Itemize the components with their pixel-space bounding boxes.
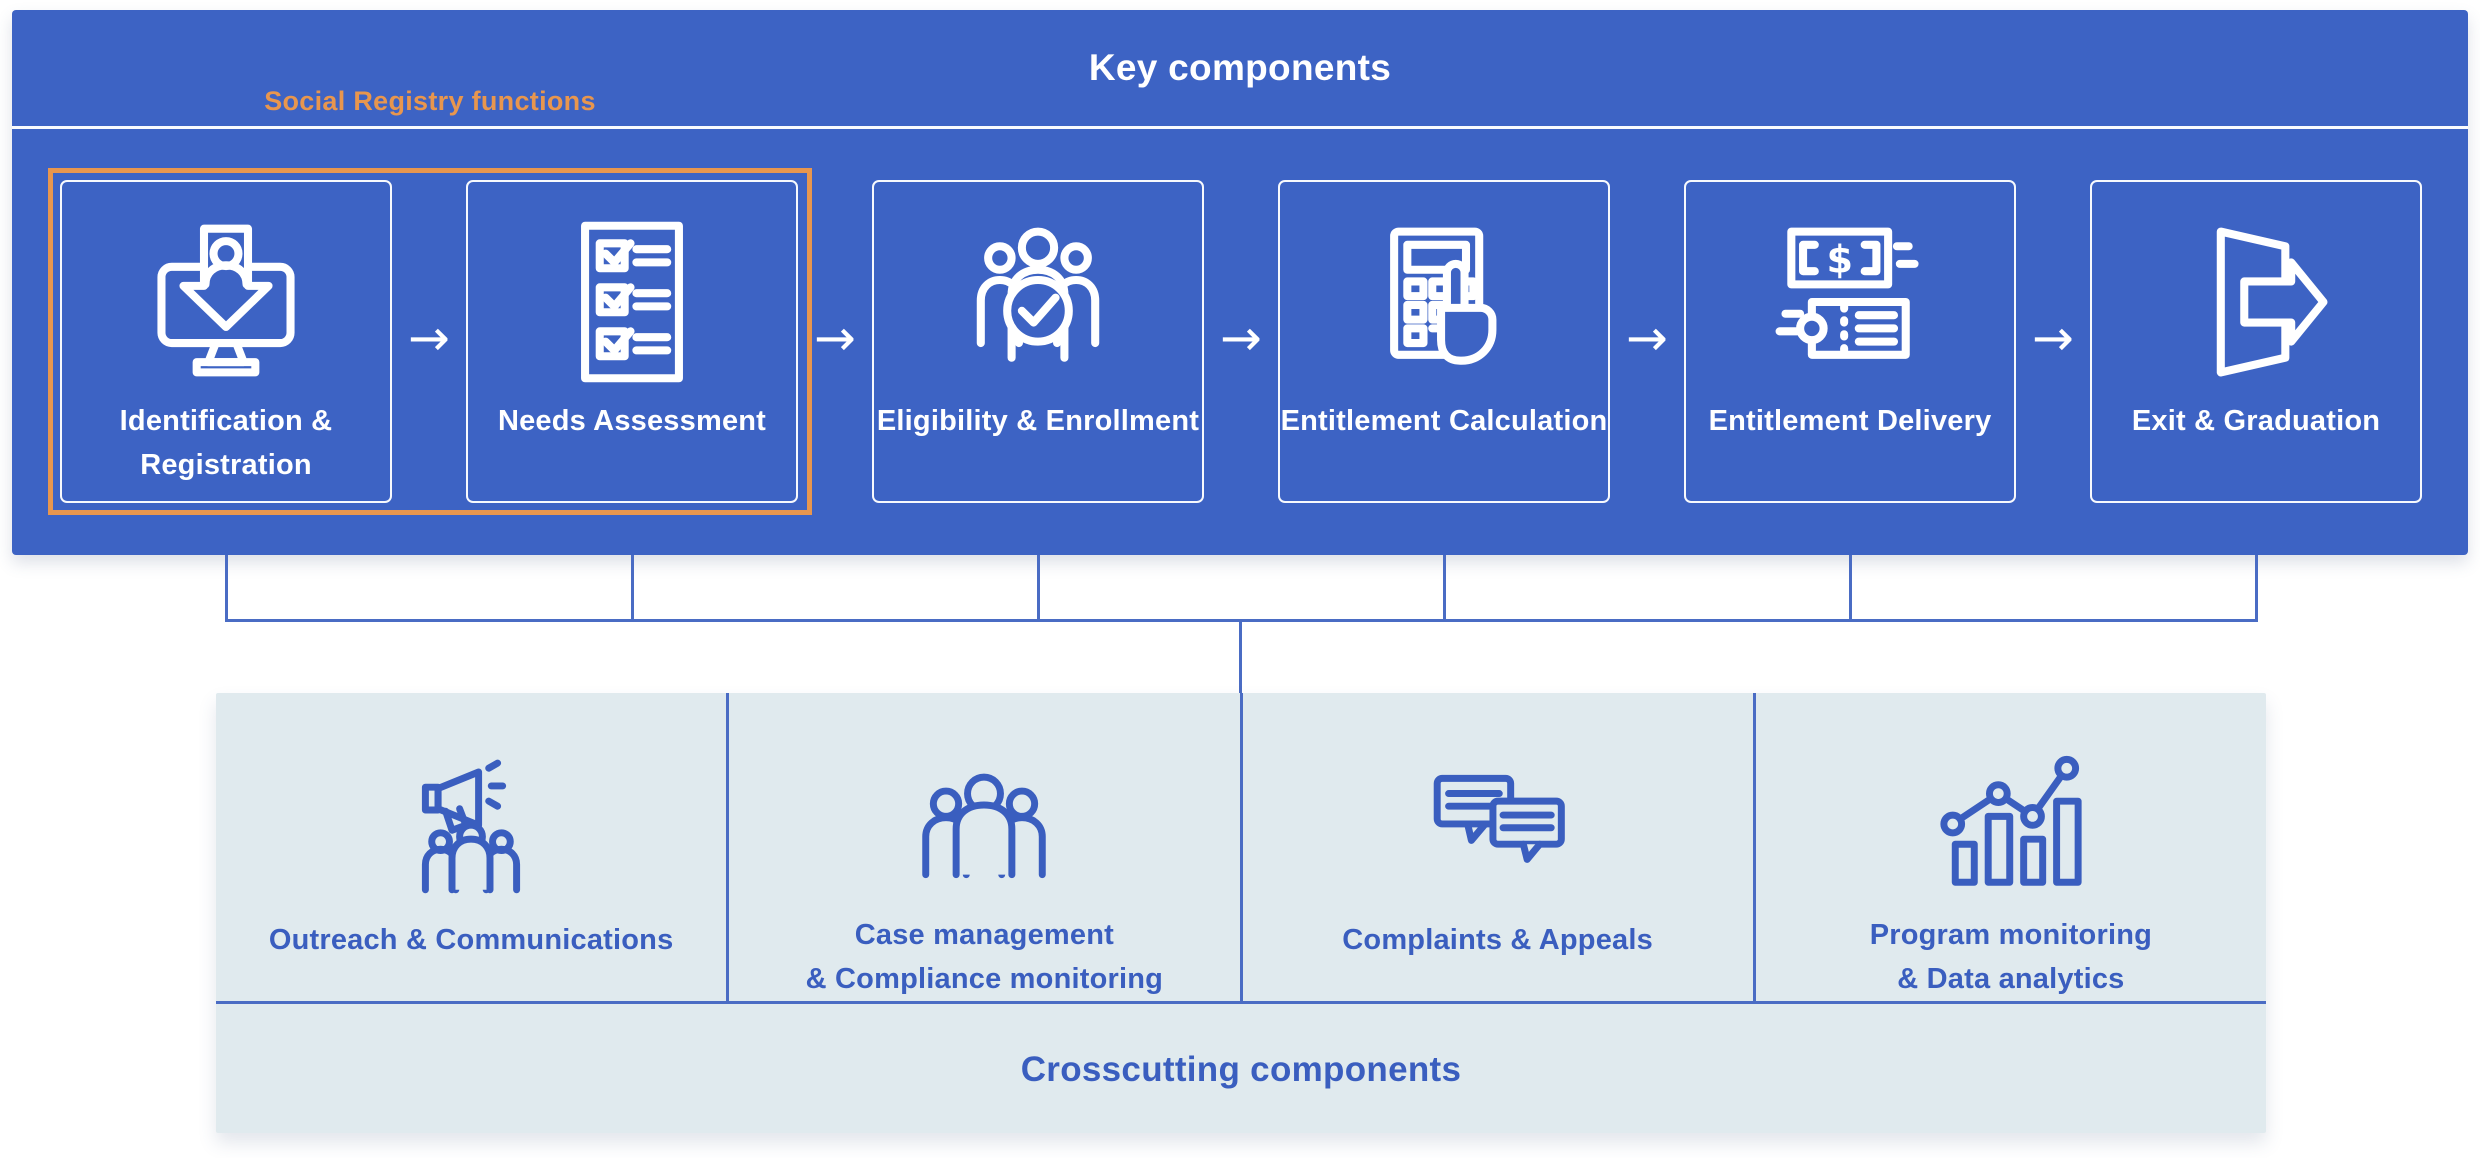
cell-label: Program monitoring & Data analytics <box>1869 919 2153 995</box>
flow-arrow-icon: → <box>408 309 450 367</box>
crosscutting-cells: Outreach & Communications Ca <box>216 693 2266 1004</box>
megaphone-people-icon <box>395 719 547 905</box>
banknote-voucher-icon: $ <box>1762 204 1938 400</box>
cell-outreach-communications: Outreach & Communications <box>216 693 726 1001</box>
banner-title-row: Key components <box>12 10 2468 129</box>
social-registry-outline <box>48 168 812 515</box>
connector-center-drop <box>1238 619 1242 695</box>
connector-stub <box>1442 555 1446 621</box>
flow-arrow-icon: → <box>1220 309 1262 367</box>
box-needs-assessment: Needs Assessment <box>466 180 798 503</box>
page-title: Key components <box>1088 47 1392 88</box>
checklist-icon <box>544 204 720 400</box>
connector-stub <box>1848 555 1852 621</box>
box-identification-registration: Identification & Registration <box>60 180 392 503</box>
connector-stub <box>2254 555 2258 621</box>
crosscutting-panel: Outreach & Communications Ca <box>216 693 2266 1133</box>
speech-bubbles-icon <box>1422 719 1574 905</box>
people-check-icon <box>950 204 1126 400</box>
cell-label: Outreach & Communications <box>268 924 674 956</box>
flow-arrow-icon: → <box>2032 309 2074 367</box>
box-label: Identification & Registration <box>119 405 333 481</box>
connector-stub <box>1036 555 1040 621</box>
box-entitlement-calculation: Entitlement Calculation <box>1278 180 1610 503</box>
connector-stub <box>224 555 228 621</box>
box-label: Exit & Graduation <box>2131 405 2381 437</box>
cell-label: Case management & Compliance monitoring <box>805 919 1164 995</box>
exit-arrow-icon <box>2168 204 2344 400</box>
box-label: Eligibility & Enrollment <box>876 405 1200 437</box>
box-exit-graduation: Exit & Graduation <box>2090 180 2422 503</box>
people-group-icon <box>908 719 1060 900</box>
key-components-panel: Key components Social Registry functions… <box>12 10 2468 555</box>
flow-arrow-icon: → <box>1626 309 1668 367</box>
cell-label: Complaints & Appeals <box>1342 924 1653 956</box>
crosscutting-title-row: Crosscutting components <box>216 1007 2266 1133</box>
box-label: Entitlement Calculation <box>1280 405 1608 437</box>
flow-arrow-icon: → <box>814 309 856 367</box>
cell-complaints-appeals: Complaints & Appeals <box>1239 693 1753 1001</box>
box-entitlement-delivery: $ Entitlement Delivery <box>1684 180 2016 503</box>
box-label: Entitlement Delivery <box>1708 405 1992 437</box>
cell-program-monitoring: Program monitoring & Data analytics <box>1752 693 2266 1001</box>
monitor-person-download-icon <box>138 204 314 400</box>
bar-line-chart-icon <box>1935 719 2087 900</box>
box-label: Needs Assessment <box>497 405 767 437</box>
svg-text:$: $ <box>1826 238 1853 282</box>
social-registry-label: Social Registry functions <box>264 86 596 116</box>
crosscutting-title: Crosscutting components <box>1020 1050 1462 1089</box>
calculator-hand-icon <box>1356 204 1532 400</box>
cell-case-management: Case management & Compliance monitoring <box>726 693 1239 1001</box>
box-eligibility-enrollment: Eligibility & Enrollment <box>872 180 1204 503</box>
connector-stub <box>630 555 634 621</box>
